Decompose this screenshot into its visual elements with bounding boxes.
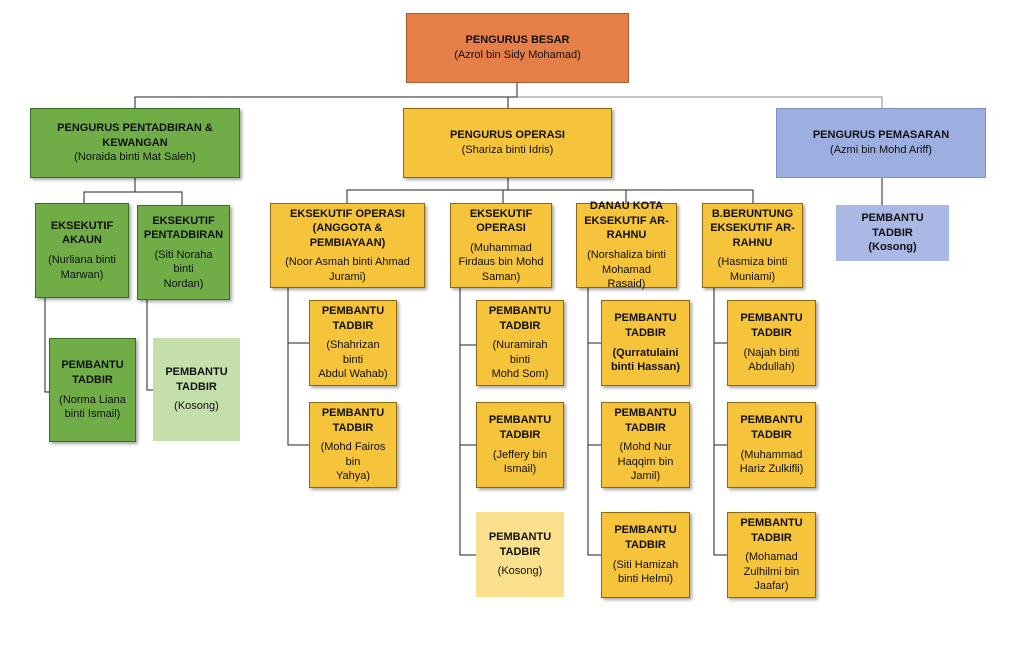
pt-col2-2-title: PEMBANTU TADBIR — [488, 414, 552, 441]
connector-admin-pentadbiran — [135, 191, 183, 205]
pt-pemasaran-title: PEMBANTU TADBIR (Kosong) — [861, 212, 924, 254]
eksekutif-akaun-name: (Nurliana binti Marwan) — [48, 254, 116, 281]
box-pt-col4-2: PEMBANTU TADBIR (Muhammad Hariz Zulkifli… — [727, 402, 816, 488]
pt-col4-3-name: (Mohamad Zulhilmi bin Jaafar) — [743, 551, 800, 593]
box-pt-col2-2: PEMBANTU TADBIR (Jeffery bin Ismail) — [476, 402, 564, 488]
eksekutif-operasi-title: EKSEKUTIF OPERASI — [469, 207, 533, 235]
pt-col3-3-name: (Siti Hamizah binti Helmi) — [612, 558, 679, 586]
pengurus-besar-name: (Azrol bin Sidy Mohamad) — [454, 49, 581, 61]
pt-col2-3-name: (Kosong) — [497, 565, 543, 578]
connector-col1 — [287, 288, 309, 446]
box-pt-col3-3: PEMBANTU TADBIR (Siti Hamizah binti Helm… — [601, 512, 690, 598]
eksekutif-danau-kota-title: DANAU KOTA EKSEKUTIF AR- RAHNU — [584, 200, 669, 242]
pt-col3-2-name: (Mohd Nur Haqqim bin Jamil) — [617, 441, 674, 483]
box-eksekutif-akaun: EKSEKUTIF AKAUN (Nurliana binti Marwan) — [35, 203, 129, 298]
pengurus-pemasaran-title: PENGURUS PEMASARAN — [812, 129, 950, 142]
box-pengurus-pentadbiran: PENGURUS PENTADBIRAN & KEWANGAN (Noraida… — [30, 108, 240, 178]
eksekutif-pentadbiran-name: (Siti Noraha binti Nordan) — [154, 248, 213, 290]
pengurus-operasi-name: (Shariza binti Idris) — [461, 144, 554, 156]
pengurus-besar-title: PENGURUS BESAR — [465, 34, 570, 47]
box-eksekutif-pentadbiran: EKSEKUTIF PENTADBIRAN (Siti Noraha binti… — [137, 205, 230, 300]
pt-col3-3-title: PEMBANTU TADBIR — [614, 524, 677, 551]
box-pt-pemasaran: PEMBANTU TADBIR (Kosong) — [836, 205, 949, 261]
box-pt-col4-3: PEMBANTU TADBIR (Mohamad Zulhilmi bin Ja… — [727, 512, 816, 598]
eksekutif-operasi-anggota-name: (Noor Asmah binti Ahmad Jurami) — [285, 256, 410, 283]
box-pt-col4-1: PEMBANTU TADBIR (Najah binti Abdullah) — [727, 300, 816, 386]
pt-col4-3-title: PEMBANTU TADBIR — [740, 517, 803, 544]
box-eksekutif-operasi-anggota: EKSEKUTIF OPERASI (ANGGOTA & PEMBIAYAAN)… — [270, 203, 425, 288]
box-pengurus-operasi: PENGURUS OPERASI (Shariza binti Idris) — [403, 108, 612, 178]
box-pengurus-besar: PENGURUS BESAR (Azrol bin Sidy Mohamad) — [406, 13, 629, 83]
pt-akaun-name: (Norma Liana binti Ismail) — [59, 393, 126, 421]
box-pt-col1-2: PEMBANTU TADBIR (Mohd Fairos bin Yahya) — [309, 402, 397, 488]
eksekutif-operasi-anggota-title: EKSEKUTIF OPERASI (ANGGOTA & PEMBIAYAAN) — [290, 207, 405, 249]
pt-col4-2-name: (Muhammad Hariz Zulkifli) — [739, 448, 804, 476]
eksekutif-akaun-title: EKSEKUTIF AKAUN — [50, 219, 114, 247]
pengurus-pemasaran-name: (Azmi bin Mohd Ariff) — [830, 144, 932, 156]
pengurus-operasi-title: PENGURUS OPERASI — [450, 129, 565, 142]
pt-col3-1-name: (Qurratulaini binti Hassan) — [610, 346, 681, 374]
pt-col4-2-title: PEMBANTU TADBIR — [740, 414, 803, 441]
pt-pentadbiran-title: PEMBANTU TADBIR — [165, 366, 228, 393]
pt-col1-1-title: PEMBANTU TADBIR — [321, 305, 385, 332]
eksekutif-danau-kota-name: (Norshaliza binti Mohamad Rasaid) — [587, 249, 666, 291]
pt-col2-1-name: (Nuramirah binti Mohd Som) — [491, 339, 549, 381]
pt-pentadbiran-name: (Kosong) — [174, 400, 219, 413]
connector-top-mkt — [517, 96, 883, 108]
pengurus-pentadbiran-title: PENGURUS PENTADBIRAN & KEWANGAN — [57, 122, 213, 149]
eksekutif-pentadbiran-title: EKSEKUTIF PENTADBIRAN — [143, 214, 224, 242]
eksekutif-beruntung-title: B.BERUNTUNG EKSEKUTIF AR- RAHNU — [710, 207, 795, 249]
pt-col1-2-title: PEMBANTU TADBIR — [321, 407, 385, 434]
connector-pentadbiran-pt — [146, 300, 153, 391]
connector-ops-beruntung — [626, 189, 754, 203]
box-pt-akaun: PEMBANTU TADBIR (Norma Liana binti Ismai… — [49, 338, 136, 442]
pt-col3-2-title: PEMBANTU TADBIR — [614, 407, 677, 434]
connector-col2 — [459, 288, 476, 556]
box-eksekutif-operasi: EKSEKUTIF OPERASI (Muhammad Firdaus bin … — [450, 203, 552, 288]
box-pt-col2-1: PEMBANTU TADBIR (Nuramirah binti Mohd So… — [476, 300, 564, 386]
pt-col4-1-name: (Najah binti Abdullah) — [743, 346, 800, 374]
connector-col3 — [587, 288, 601, 556]
box-pengurus-pemasaran: PENGURUS PEMASARAN (Azmi bin Mohd Ariff) — [776, 108, 986, 178]
pt-col3-1-title: PEMBANTU TADBIR — [614, 312, 677, 339]
connector-admin-execs — [83, 178, 136, 203]
pt-col4-1-title: PEMBANTU TADBIR — [740, 312, 803, 339]
box-eksekutif-danau-kota: DANAU KOTA EKSEKUTIF AR- RAHNU (Norshali… — [576, 200, 677, 290]
eksekutif-operasi-name: (Muhammad Firdaus bin Mohd Saman) — [458, 241, 544, 283]
connector-ops-execs — [346, 178, 509, 203]
eksekutif-beruntung-name: (Hasmiza binti Muniami) — [717, 256, 788, 283]
connector-col4 — [713, 288, 727, 556]
connector-akaun-pt — [44, 298, 49, 393]
pengurus-pentadbiran-name: (Noraida binti Mat Saleh) — [74, 151, 196, 164]
box-pt-col3-1: PEMBANTU TADBIR (Qurratulaini binti Hass… — [601, 300, 690, 386]
box-pt-col1-1: PEMBANTU TADBIR (Shahrizan binti Abdul W… — [309, 300, 397, 386]
pt-col1-2-name: (Mohd Fairos bin Yahya) — [320, 441, 386, 483]
pt-akaun-title: PEMBANTU TADBIR — [61, 359, 124, 386]
pt-col1-1-name: (Shahrizan binti Abdul Wahab) — [318, 339, 388, 381]
pt-col2-3-title: PEMBANTU TADBIR — [488, 531, 552, 558]
connector-top-managers — [134, 83, 518, 108]
pt-col2-1-title: PEMBANTU TADBIR — [488, 305, 552, 332]
box-pt-col2-3: PEMBANTU TADBIR (Kosong) — [476, 512, 564, 597]
box-pt-col3-2: PEMBANTU TADBIR (Mohd Nur Haqqim bin Jam… — [601, 402, 690, 488]
box-pt-pentadbiran: PEMBANTU TADBIR (Kosong) — [153, 338, 240, 441]
box-eksekutif-beruntung: B.BERUNTUNG EKSEKUTIF AR- RAHNU (Hasmiza… — [702, 203, 803, 288]
pt-col2-2-name: (Jeffery bin Ismail) — [492, 448, 548, 476]
